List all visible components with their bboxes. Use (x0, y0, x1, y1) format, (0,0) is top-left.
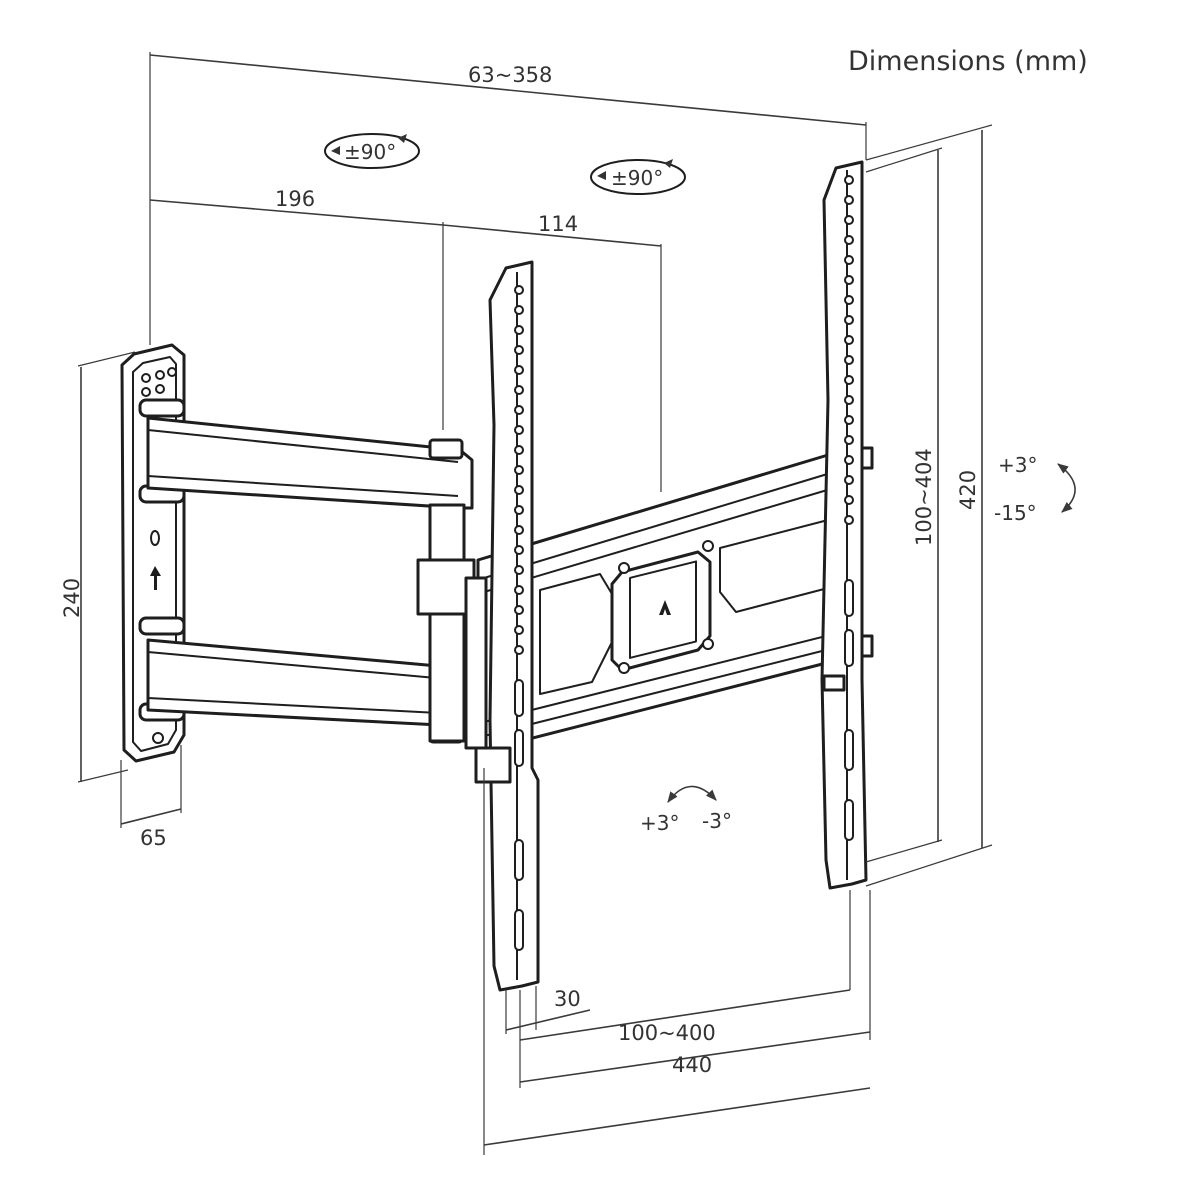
total-width-dimension: 440 (483, 768, 871, 1155)
lower-arm (146, 638, 474, 744)
swivel-angle-badge-2: ±90° (590, 159, 686, 195)
upper-arm (146, 416, 474, 510)
vesa-horizontal-dimension: 100~400 (519, 890, 851, 1088)
swivel-angle-1-label: ±90° (344, 140, 396, 164)
depth-dimension: 63~358 (149, 52, 867, 345)
level-minus-label: -3° (702, 809, 732, 833)
bracket-width-dimension: 30 (505, 986, 591, 1034)
arm-length-1-label: 196 (275, 187, 315, 211)
tilt-down-label: -15° (994, 501, 1037, 525)
arm-length-dimension-2: 114 (442, 212, 662, 492)
triangle-logo-icon (659, 600, 671, 615)
right-vertical-bracket (820, 160, 874, 890)
wall-plate-width-label: 65 (140, 826, 167, 850)
swivel-angle-badge-1: ±90° (324, 133, 420, 169)
arm-length-2-label: 114 (538, 212, 578, 236)
wall-plate-height-label: 240 (60, 578, 84, 618)
tv-cross-plate (476, 450, 840, 754)
swivel-angle-2-label: ±90° (611, 166, 663, 190)
vesa-vertical-label: 100~404 (912, 448, 936, 546)
vesa-horizontal-label: 100~400 (618, 1021, 716, 1045)
total-depth-label: 63~358 (468, 63, 552, 87)
tilt-up-label: +3° (998, 453, 1037, 477)
diagram-title: Dimensions (mm) (848, 46, 1088, 77)
wall-plate-width-dimension: 65 (120, 745, 182, 850)
vesa-vertical-dimension: 100~404 (865, 147, 943, 863)
plate-height-dimension: 420 (865, 124, 993, 887)
tilt-angle-indicator: +3° -15° (994, 453, 1076, 525)
left-vertical-bracket (464, 260, 540, 992)
level-plus-label: +3° (640, 811, 679, 835)
level-angle-indicator: +3° -3° (640, 785, 732, 835)
up-arrow-icon (150, 566, 161, 590)
plate-height-label: 420 (956, 470, 980, 510)
bracket-width-label: 30 (554, 987, 581, 1011)
arm-length-dimension-1: 196 (149, 187, 444, 430)
total-width-label: 440 (672, 1053, 712, 1077)
wall-plate-height-dimension: 240 (60, 351, 136, 783)
